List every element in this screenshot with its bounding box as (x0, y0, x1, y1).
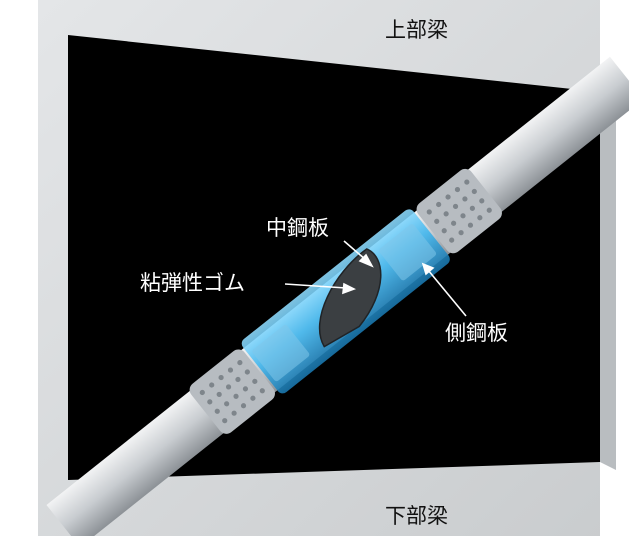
label-upper-beam: 上部梁 (385, 18, 448, 42)
label-side-steel-plate: 側鋼板 (445, 321, 508, 345)
left-bolt-splice (189, 349, 275, 434)
arrow-side-plate (427, 269, 467, 317)
label-viscoelastic-rubber: 粘弾性ゴム (140, 271, 245, 295)
viscoelastic-rubber (318, 248, 382, 348)
arrowhead-rubber (342, 282, 357, 295)
damper-brace (46, 56, 629, 536)
label-lower-beam: 下部梁 (385, 504, 448, 528)
arrow-rubber (284, 283, 347, 289)
left-bolt-holes (199, 360, 265, 424)
right-bolt-splice (416, 168, 502, 254)
left-inner-splice (252, 324, 310, 382)
right-bolt-holes (426, 179, 492, 243)
right-column-face (600, 86, 616, 470)
annotation-arrows (284, 240, 467, 317)
frame-opening (68, 35, 600, 480)
right-inner-splice (379, 224, 437, 281)
label-center-steel-plate: 中鋼板 (266, 216, 329, 240)
arrow-center-plate (343, 240, 367, 261)
arrowhead-side-plate (421, 262, 435, 276)
arrowhead-center-plate (358, 253, 374, 268)
